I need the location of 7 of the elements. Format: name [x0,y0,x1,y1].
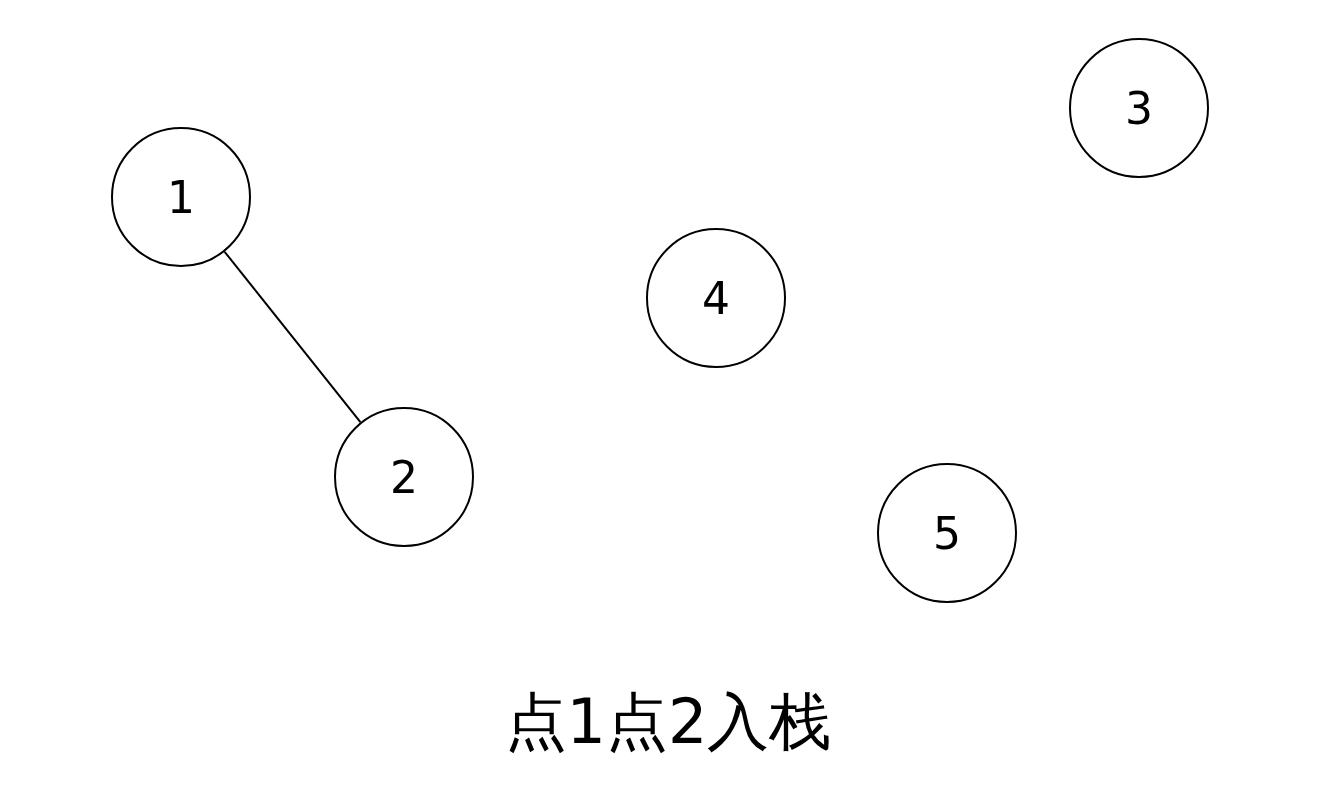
node-circle: 2 [334,407,474,547]
connector-line [223,250,362,424]
node-circle: 4 [646,228,786,368]
node-circle: 5 [877,463,1017,603]
caption: 点1点2入栈 [503,684,833,760]
node-circle: 1 [111,127,251,267]
node-circle: 3 [1069,38,1209,178]
